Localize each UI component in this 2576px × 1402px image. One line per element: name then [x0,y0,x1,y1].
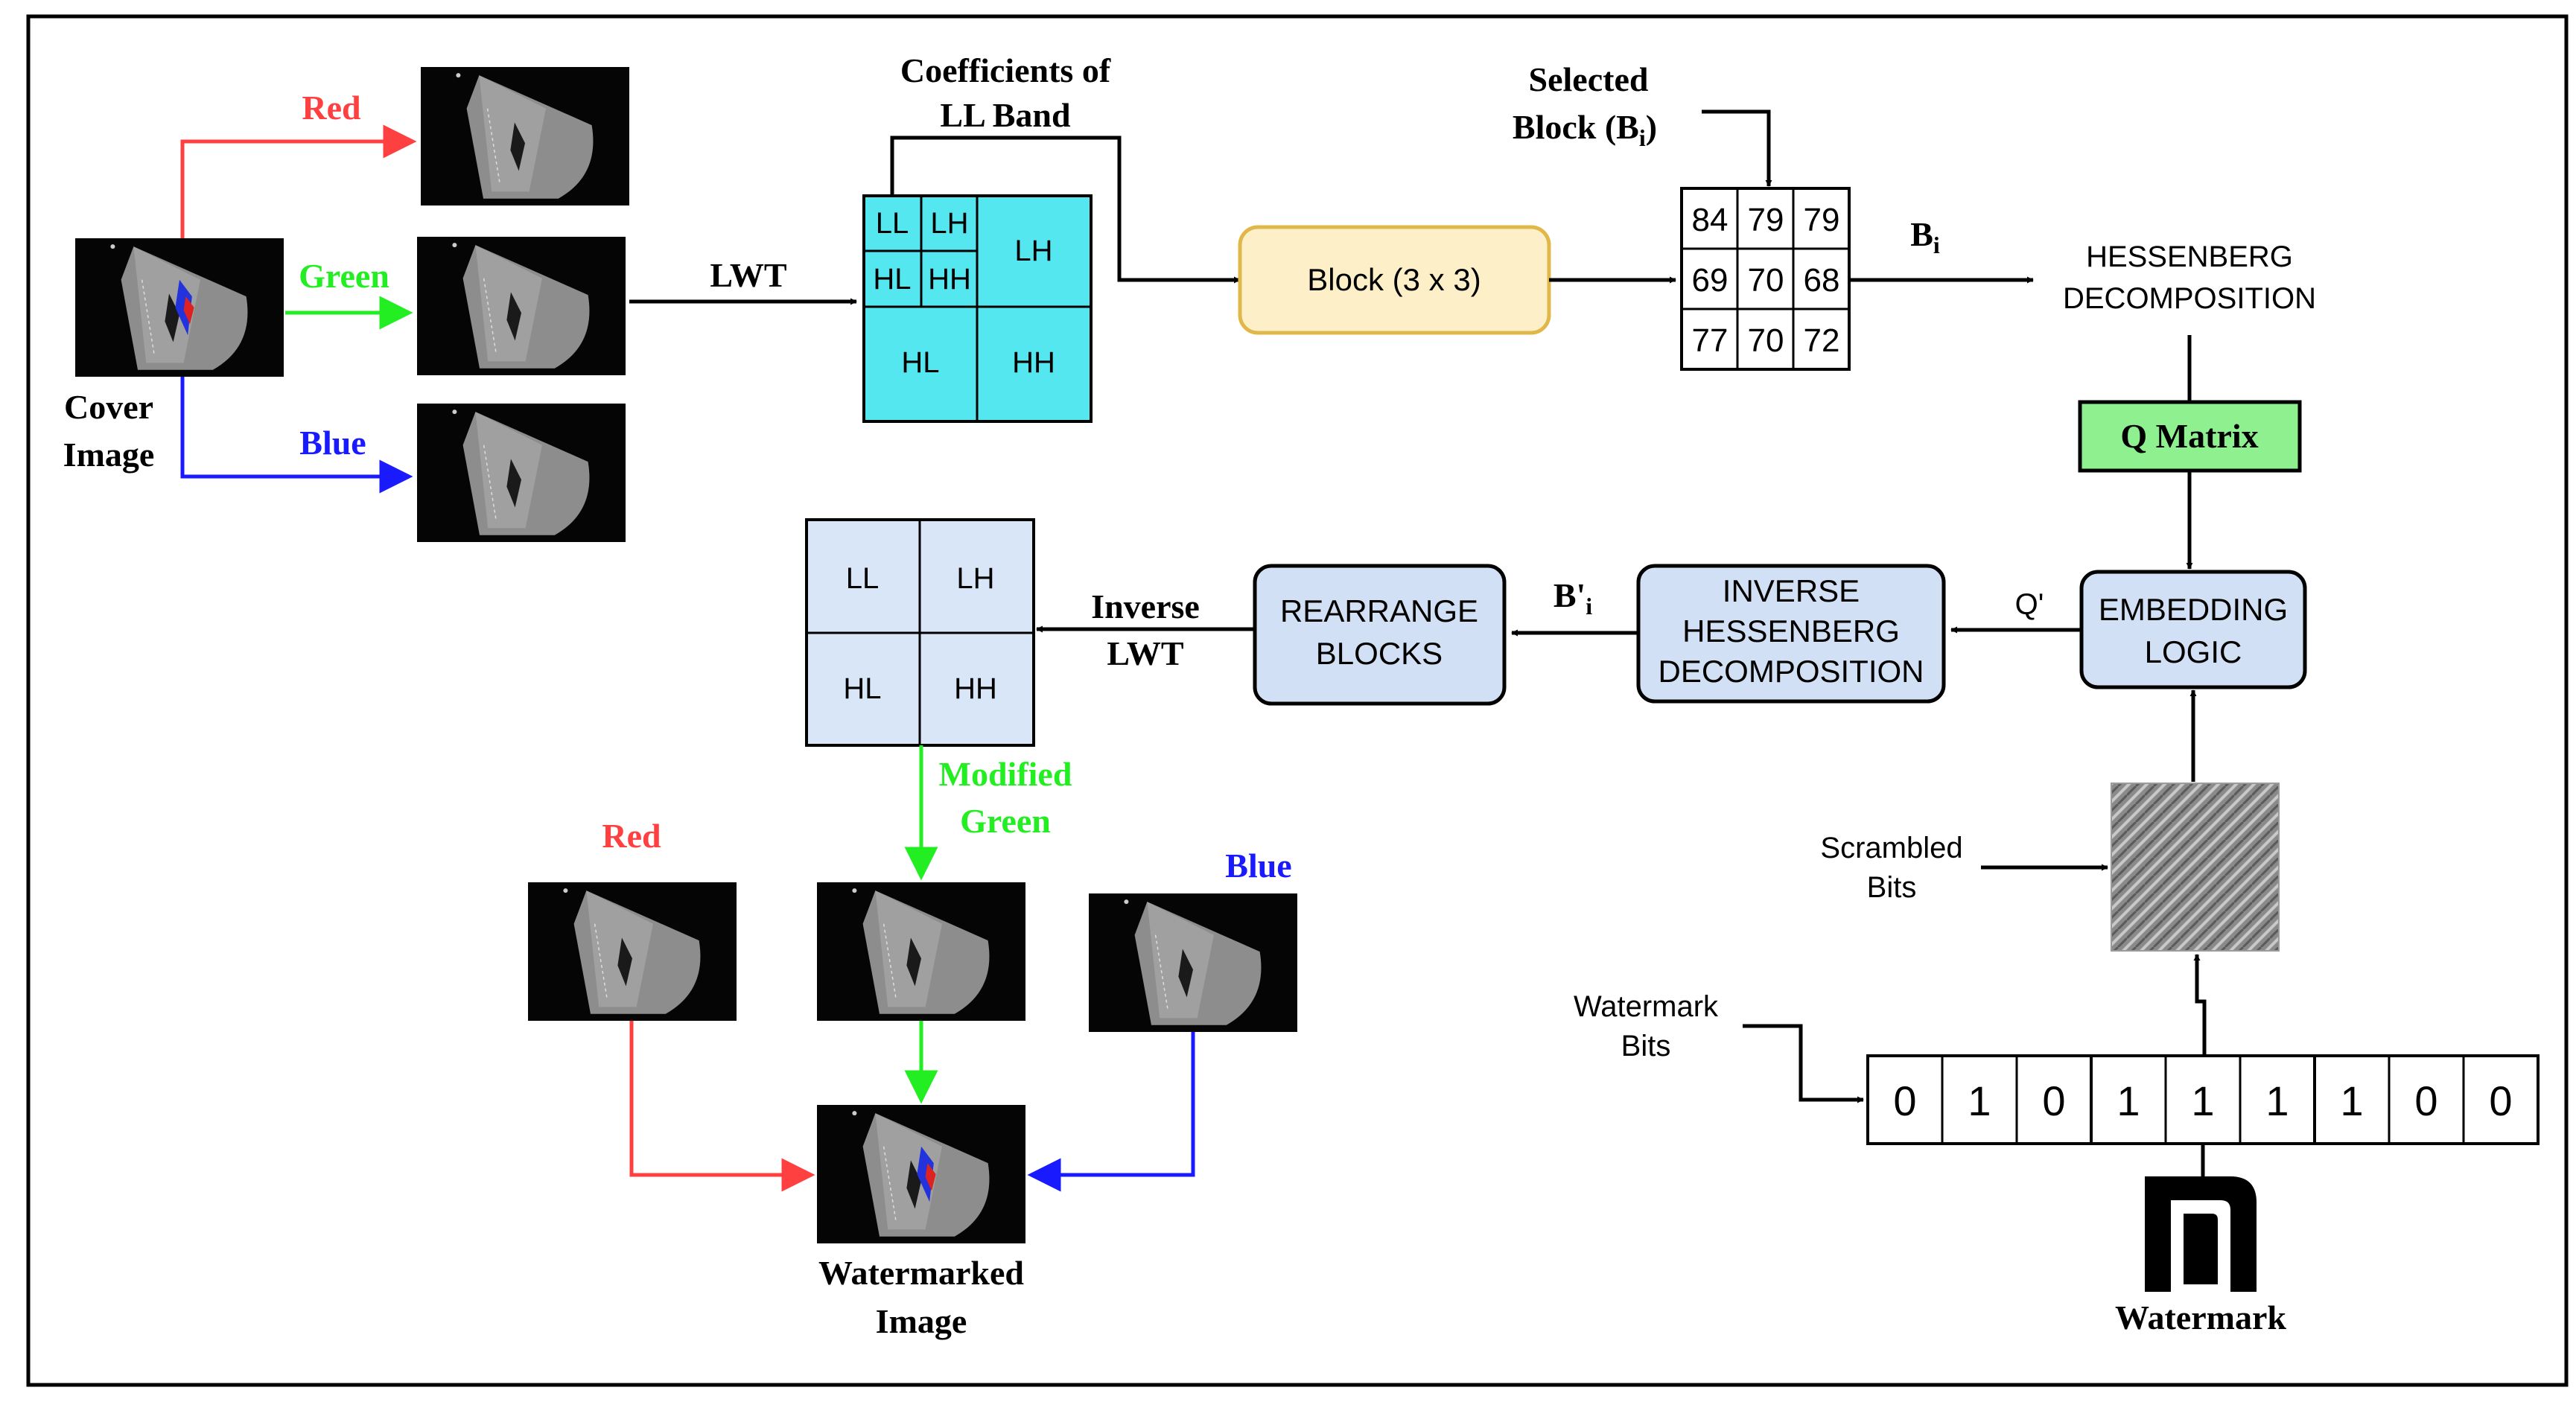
red-channel-thumb [421,67,629,205]
watermark-bit: 0 [2489,1077,2512,1124]
inverse-hess-line2: HESSENBERG [1682,614,1900,649]
lwt-band-grid: LL LH HL HH LH HL HH [862,194,1093,423]
q-matrix-box [2078,400,2302,473]
q-matrix-label: Q Matrix [2120,417,2258,455]
watermark-logo-icon [2145,1176,2257,1292]
q-prime-label: Q' [2015,588,2044,621]
blue-channel-thumb [417,404,626,542]
hessenberg-label-line2: DECOMPOSITION [2063,282,2316,315]
scrambled-bits-image [2111,783,2280,952]
matrix-cell: 70 [1748,262,1784,299]
matrix-cell: 79 [1748,202,1784,238]
wmbits-label-line1: Watermark [1574,990,1719,1023]
modified-green-line2: Green [960,802,1051,840]
matrix-cell: 68 [1804,262,1840,299]
lwt-sub-hl: HL [873,263,911,296]
inverse-lwt-grid: LL LH HL HH [805,518,1035,747]
coefficients-label-line1: Coefficients of [900,51,1111,89]
lwt-sub-lh: LH [930,207,968,240]
selected-label-line1: Selected [1529,60,1649,98]
watermarked-image-thumb [817,1105,1025,1243]
wmbits-label-line2: Bits [1621,1030,1671,1062]
matrix-cell: 79 [1804,202,1840,238]
lwt-band-lh: LH [1014,235,1052,267]
watermark-bits-row: 0 1 0 1 1 1 1 0 0 [1866,1054,2540,1145]
lwt-band-hh: HH [1012,346,1055,379]
blue-output-thumb [1089,893,1297,1032]
red-output-thumb [528,882,737,1021]
matrix-cell: 84 [1692,202,1729,238]
watermark-bit: 1 [2117,1077,2140,1124]
watermark-bits-pointer-arrow [1743,1024,1864,1103]
selected-label-line2: Block (Bi) [1513,108,1657,151]
ll-to-block-arrow [890,136,1241,284]
watermark-bit: 1 [2340,1077,2363,1124]
scrambled-label-line2: Bits [1867,871,1917,904]
modified-green-line1: Modified [939,755,1072,793]
watermark-bit: 0 [2042,1077,2065,1124]
blue-split-arrow [180,377,413,494]
watermark-bit: 0 [2414,1077,2437,1124]
bi-label: Bi [1910,215,1940,258]
embedding-logic-box [2079,570,2307,689]
inverse-hess-line3: DECOMPOSITION [1658,654,1924,689]
watermark-bit: 1 [2265,1077,2289,1124]
inverse-band-hl: HL [843,672,881,705]
b-prime-i-label: B'i [1553,576,1592,619]
watermark-bit: 1 [2191,1077,2214,1124]
watermarked-label-line1: Watermarked [818,1254,1024,1292]
watermarked-label-line2: Image [876,1302,967,1340]
embedding-label-line2: LOGIC [2145,634,2242,669]
cover-image-thumb [75,238,284,377]
lwt-sub-ll: LL [876,207,909,240]
green-output-thumb [817,882,1025,1021]
watermark-bit: 1 [1968,1077,1991,1124]
blue-merge-arrow [1027,1032,1195,1192]
bits-to-scrambled-arrow [2193,954,2207,1094]
scrambled-label-line1: Scrambled [1820,832,1962,864]
rearrange-line2: BLOCKS [1316,636,1443,671]
matrix-cell: 77 [1692,322,1729,359]
matrix-cell: 72 [1804,322,1840,359]
block-3x3-label: Block (3 x 3) [1307,262,1481,297]
rearrange-line1: REARRANGE [1280,593,1478,628]
selected-block-matrix: 84 79 79 69 70 68 77 70 72 [1680,187,1851,371]
hessenberg-label-line1: HESSENBERG [2086,240,2293,273]
inverse-band-hh: HH [954,672,997,705]
inverse-band-lh: LH [956,562,994,595]
selected-block-arrow [1702,109,1772,187]
lwt-band-hl: HL [901,346,939,379]
watermark-label: Watermark [2115,1299,2286,1336]
coefficients-label-line2: LL Band [940,96,1071,134]
green-channel-thumb [417,237,626,375]
red-bottom-label: Red [602,817,661,855]
inverse-lwt-line2: LWT [1107,634,1183,672]
matrix-cell: 70 [1748,322,1784,359]
inverse-hess-line1: INVERSE [1723,573,1860,608]
cover-label-line2: Image [63,436,155,474]
matrix-cell: 69 [1692,262,1729,299]
inverse-lwt-line1: Inverse [1091,587,1200,625]
red-split-arrow [180,124,417,238]
green-top-label: Green [299,257,389,295]
lwt-label: LWT [710,256,786,294]
watermark-bit: 0 [1893,1077,1916,1124]
rearrange-blocks-box [1253,564,1507,706]
lwt-sub-hh: HH [928,263,971,296]
red-top-label: Red [302,89,361,127]
blue-bottom-label: Blue [1225,847,1291,885]
red-merge-arrow [629,1021,815,1192]
inverse-band-ll: LL [846,562,880,595]
embedding-label-line1: EMBEDDING [2099,592,2288,627]
cover-label-line1: Cover [64,388,153,426]
blue-top-label: Blue [299,424,366,462]
